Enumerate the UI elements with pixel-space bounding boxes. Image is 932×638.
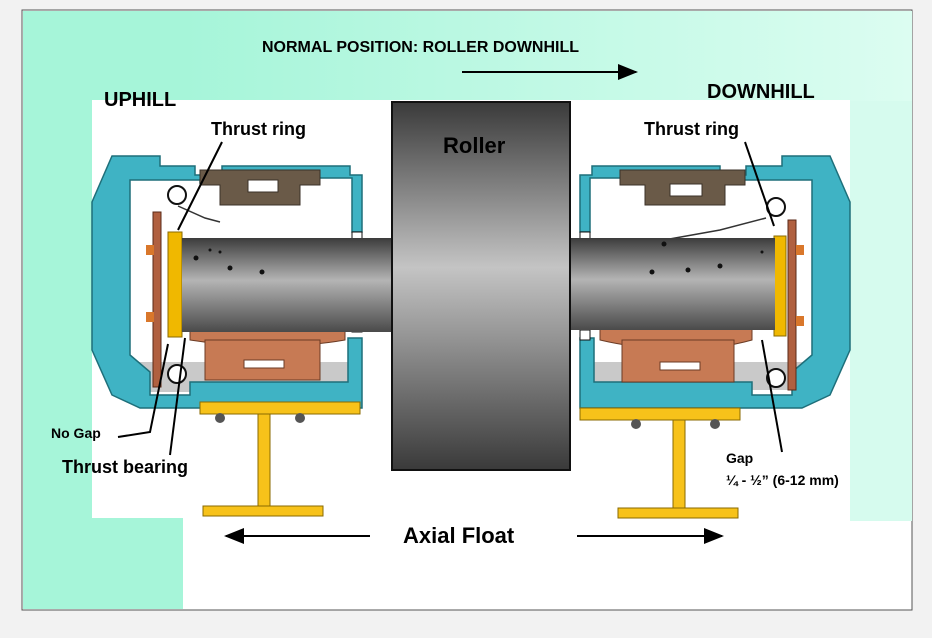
leader-no-gap xyxy=(117,343,169,438)
seal-right-bottom xyxy=(579,329,591,341)
green-band-top xyxy=(183,11,912,101)
shaft-left xyxy=(182,238,392,332)
thrust-ring-right xyxy=(773,235,787,337)
roller-label: Roller xyxy=(443,133,506,158)
thrust-ring-right-label: Thrust ring xyxy=(644,119,739,139)
bearing-window-right xyxy=(659,361,701,371)
thrust-bearing-label: Thrust bearing xyxy=(62,457,189,477)
tab-left-2 xyxy=(146,312,154,322)
pedestal-base-left xyxy=(202,505,324,517)
tab-right-1 xyxy=(796,245,804,255)
thrust-plate-left xyxy=(152,211,162,388)
green-band-right xyxy=(850,101,912,521)
pedestal-web-right xyxy=(672,419,686,511)
downhill-bearing xyxy=(579,155,851,519)
oil-drips-left xyxy=(193,248,265,275)
oil-ring-right-bottom xyxy=(766,368,786,388)
pedestal-top-right xyxy=(579,407,741,421)
top-block-window-left xyxy=(247,179,279,193)
diagram-title: NORMAL POSITION: ROLLER DOWNHILL xyxy=(262,39,580,56)
leader-gap xyxy=(761,339,783,453)
scoop-right xyxy=(663,217,767,241)
shaft-right xyxy=(570,238,775,330)
thrust-plate-right xyxy=(787,219,797,391)
gap-label: Gap xyxy=(726,450,754,466)
bolt-right-1 xyxy=(631,419,641,429)
bearing-window-left xyxy=(243,359,285,369)
gap-value-label: ¼ - ½” (6-12 mm) xyxy=(726,472,839,488)
bearing-block-right xyxy=(621,339,735,383)
thrust-ring-left-label: Thrust ring xyxy=(211,119,306,139)
leader-thrust-ring-right xyxy=(744,141,775,227)
axial-float-label: Axial Float xyxy=(403,523,515,548)
pedestal-top-left xyxy=(199,401,361,415)
pedestal-web-left xyxy=(257,413,271,507)
downhill-label: DOWNHILL xyxy=(707,81,815,103)
no-gap-label: No Gap xyxy=(51,425,101,441)
thrust-ring-left xyxy=(167,231,183,338)
roller-body xyxy=(391,101,571,471)
leader-thrust-ring-left xyxy=(177,141,223,231)
tab-left-1 xyxy=(146,245,154,255)
tab-right-2 xyxy=(796,316,804,326)
oil-ring-left-bottom xyxy=(167,364,187,384)
bolt-right-2 xyxy=(710,419,720,429)
bolt-left-2 xyxy=(295,413,305,423)
oil-drips-right xyxy=(649,241,764,275)
bolt-left-1 xyxy=(215,413,225,423)
pedestal-base-right xyxy=(617,507,739,519)
top-block-window-right xyxy=(669,183,703,197)
oil-ring-left-top xyxy=(167,185,187,205)
uphill-label: UPHILL xyxy=(104,89,177,111)
leader-thrust-bearing xyxy=(169,337,186,456)
